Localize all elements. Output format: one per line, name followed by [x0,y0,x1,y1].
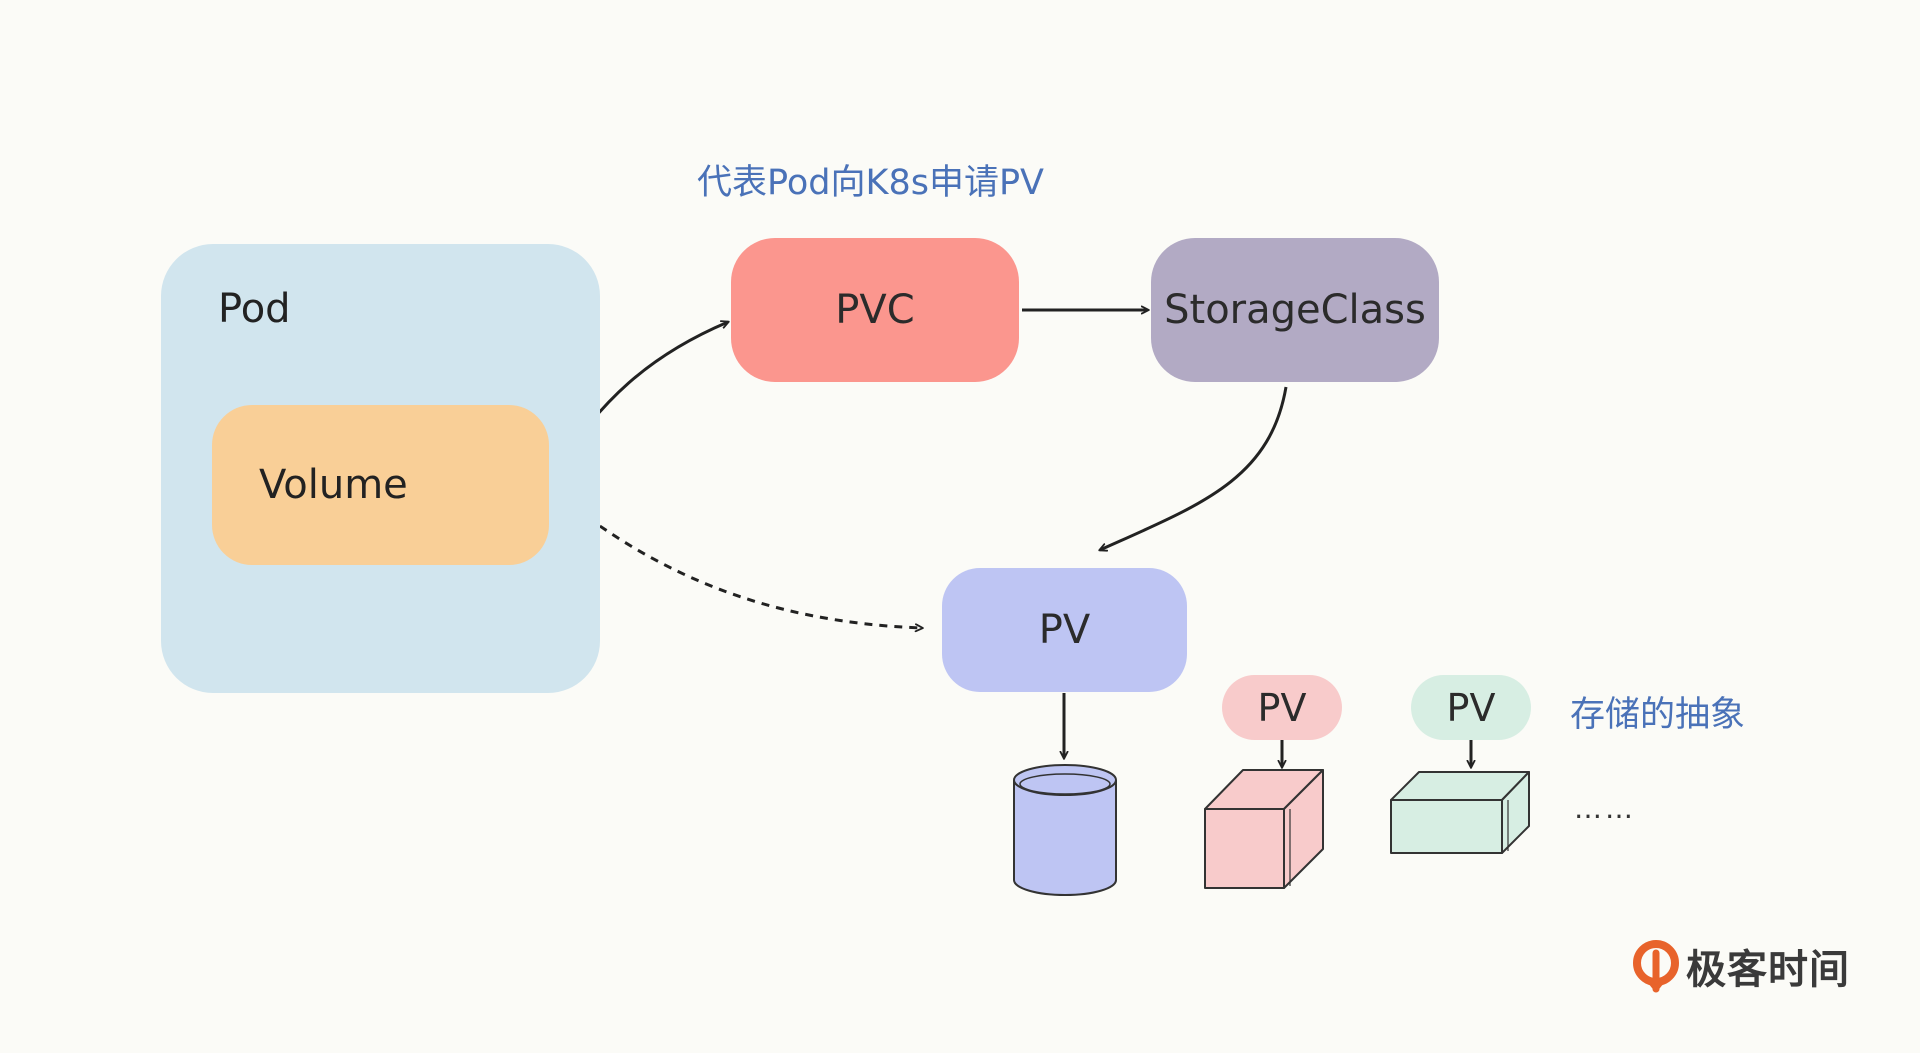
pv-pink-label: PV [1257,685,1307,730]
brand-logo: 极客时间 [1632,937,1850,995]
volume-label: Volume [259,462,408,508]
storage-abstraction-annotation: 存储的抽象 [1570,695,1746,735]
storage-box-green-icon [1390,771,1530,854]
volume-to-pv-dashed-arrow [551,488,924,633]
brand-name: 极客时间 [1686,947,1850,993]
volume-node: Volume [212,405,549,565]
pvc-label: PVC [835,287,915,333]
storageclass-label: StorageClass [1164,287,1426,333]
pvc-annotation: 代表Pod向K8s申请PV [697,163,1044,203]
pv-green-node: PV [1411,675,1531,740]
pv-pink-node: PV [1222,675,1342,740]
pv-label: PV [1038,607,1091,653]
pvc-node: PVC [731,238,1019,382]
storage-box-pink-icon [1204,769,1324,889]
more-ellipsis: …… [1574,792,1636,825]
pv-node: PV [942,568,1187,692]
storageclass-to-pv-arrow [1098,386,1288,552]
geektime-logo-icon [1633,940,1679,993]
disk-cylinder-icon [1013,764,1117,896]
pod-label: Pod [218,286,291,332]
pv-green-label: PV [1446,685,1496,730]
storageclass-node: StorageClass [1151,238,1439,382]
